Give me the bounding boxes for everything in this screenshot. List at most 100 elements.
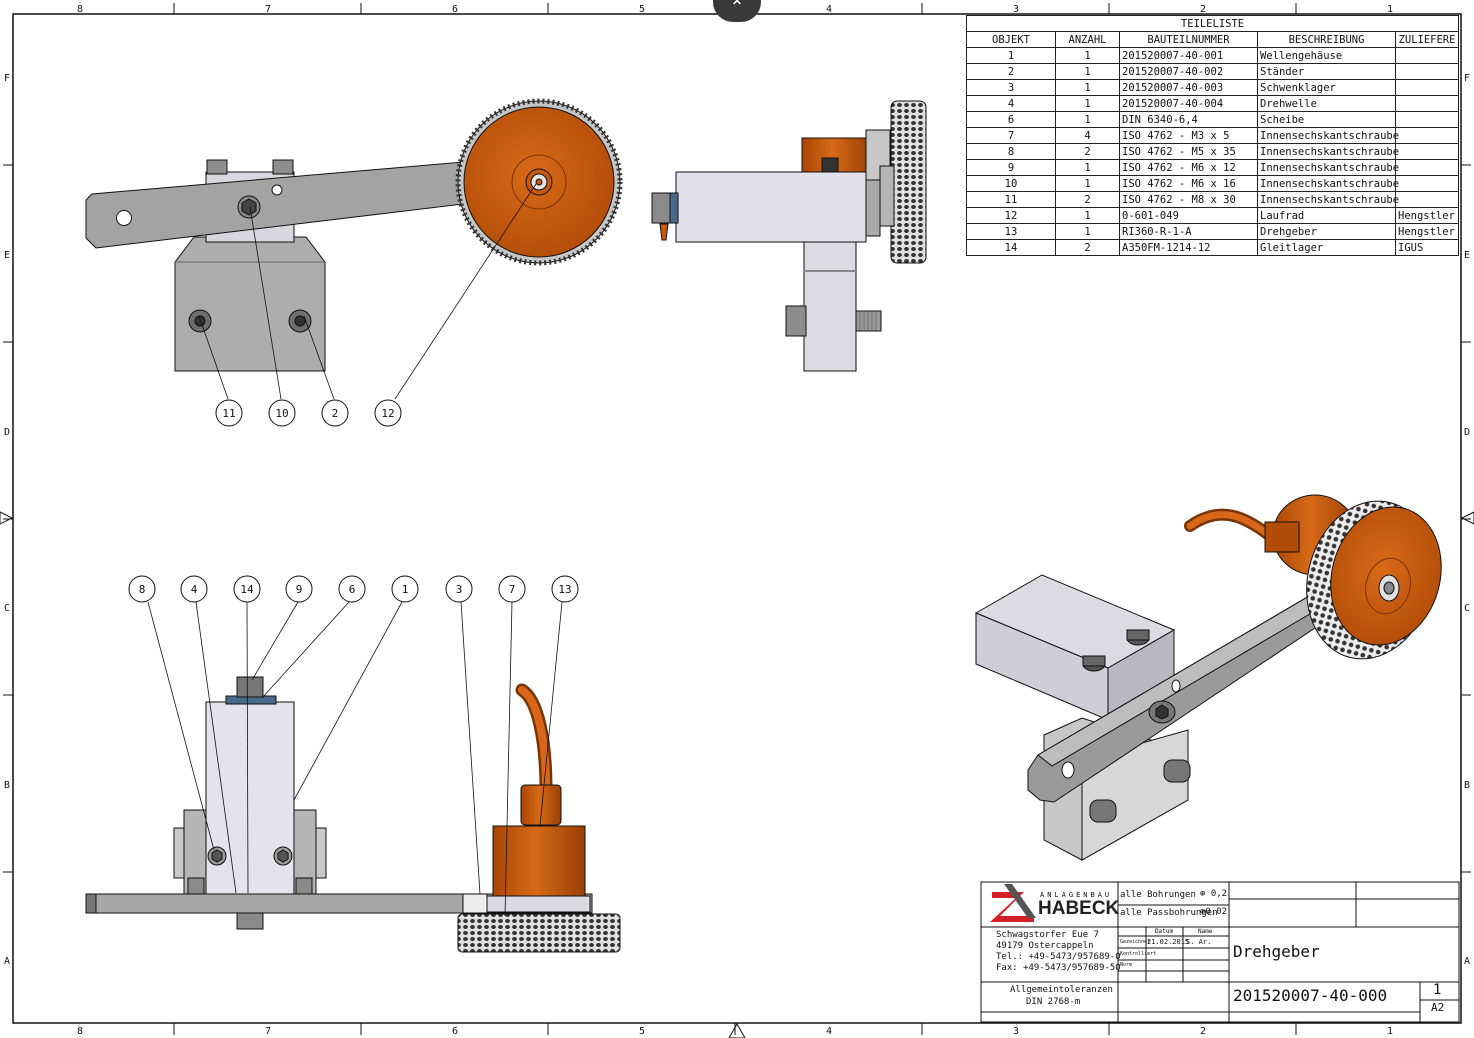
parts-list-cell: 12 [966, 207, 1056, 224]
habeck-logo [990, 884, 1036, 922]
parts-list-cell: Scheibe [1257, 111, 1396, 128]
parts-list-cell: Hengstler [1394, 207, 1460, 224]
parts-list-cell: Wellengehäuse [1257, 47, 1396, 64]
center-mark-left [0, 511, 14, 525]
row-label-left: A [4, 956, 10, 967]
column-label-top: 8 [77, 4, 83, 15]
shaft-housing-side [675, 171, 867, 243]
parts-list-cell: Drehgeber [1257, 223, 1396, 240]
parts-list-cell: 1 [1055, 63, 1120, 80]
parts-list-cell: ISO 4762 - M6 x 16 [1119, 175, 1258, 192]
parts-list-cell: 2 [1055, 239, 1120, 256]
address-line-3: Tel.: +49-5473/957689-0 [996, 952, 1121, 962]
parts-list-header: ZULIEFERE [1394, 31, 1460, 48]
column-label-bottom: 6 [452, 1026, 458, 1037]
callout-number: 3 [456, 583, 463, 596]
scroll-up-button[interactable]: ⌃ [713, 0, 761, 22]
tolerance-bores-label: alle Bohrungen [1120, 890, 1196, 900]
tolerance-bores-value: ⊕ 0,2 [1200, 889, 1228, 899]
parts-list-cell: 1 [1055, 207, 1120, 224]
callout-number: 8 [139, 583, 146, 596]
leader-lines-top [198, 183, 537, 400]
row-label-left: B [4, 780, 10, 791]
parts-list-header: ANZAHL [1055, 31, 1120, 48]
parts-list-cell: 0-601-049 [1119, 207, 1258, 224]
screw-head-top-left [206, 159, 228, 175]
parts-list-header: OBJEKT [966, 31, 1056, 48]
callout-number: 1 [402, 583, 409, 596]
row-label-right: F [1464, 73, 1470, 84]
row-label-right: B [1464, 780, 1470, 791]
callout-balloon [498, 575, 526, 603]
column-label-top: 7 [265, 4, 271, 15]
parts-list-cell: 1 [966, 47, 1056, 64]
row-label-right: E [1464, 250, 1470, 261]
parts-list-header: BAUTEILNUMMER [1119, 31, 1258, 48]
isometric-view [974, 494, 1442, 861]
parts-list-cell: 6 [966, 111, 1056, 128]
center-mark-right [1460, 511, 1474, 525]
parts-list-cell: 2 [966, 63, 1056, 80]
parts-list-cell: 10 [966, 175, 1056, 192]
parts-list-cell: 4 [1055, 127, 1120, 144]
callout-balloon [338, 575, 366, 603]
parts-list-cell: 1 [1055, 223, 1120, 240]
parts-list-cell: A350FM-1214-12 [1119, 239, 1258, 256]
stand-side [803, 232, 857, 372]
wheel-knurl-top [457, 913, 621, 953]
callout-balloon [551, 575, 579, 603]
parts-list-cell: 1 [1055, 47, 1120, 64]
stand-body [174, 236, 326, 372]
parts-list-cell [1394, 143, 1460, 160]
row-label-left: D [4, 427, 10, 438]
tolerance-fit-value: ⊕0,02 [1200, 907, 1228, 917]
parts-list-cell: ISO 4762 - M5 x 35 [1119, 143, 1258, 160]
row-label-left: E [4, 250, 10, 261]
shaft-end [651, 192, 671, 224]
name-header: Name [1198, 928, 1213, 935]
threaded-pin [855, 310, 882, 332]
arm-hole [116, 210, 132, 226]
parts-list-cell: Innensechskantschraube [1257, 127, 1399, 144]
column-label-bottom: 3 [1013, 1026, 1019, 1037]
callout-number: 6 [349, 583, 356, 596]
parts-list-cell [1394, 63, 1460, 80]
parts-list-cell [1394, 111, 1460, 128]
iso-threaded-pin-2 [1163, 759, 1191, 783]
row-label-left: C [4, 603, 10, 614]
parts-list-cell: Hengstler [1394, 223, 1460, 240]
row-checked-label: Kontrolliert [1120, 951, 1157, 957]
callout-number: 10 [275, 407, 288, 420]
parts-list-cell: ISO 4762 - M8 x 30 [1119, 191, 1258, 208]
parts-list-cell: Ständer [1257, 63, 1396, 80]
parts-list-cell [1394, 95, 1460, 112]
parts-list-cell: 7 [966, 127, 1056, 144]
encoder-body-top [492, 825, 586, 897]
parts-list-cell: 1 [1055, 159, 1120, 176]
sheet-format: A2 [1431, 1001, 1445, 1014]
parts-list-cell: 3 [966, 79, 1056, 96]
parts-list-cell: IGUS [1394, 239, 1460, 256]
callout-balloon [391, 575, 419, 603]
sheet-number: 1 [1433, 982, 1442, 998]
parts-list-cell [1394, 159, 1460, 176]
drawing-title: Drehgeber [1233, 942, 1320, 961]
parts-list-cell: 201520007-40-001 [1119, 47, 1258, 64]
row-norm-label: Norm [1120, 962, 1133, 968]
column-label-top: 2 [1200, 4, 1206, 15]
callout-balloon [233, 575, 261, 603]
center-mark-bottom [728, 1022, 746, 1038]
title-block [980, 881, 1460, 1023]
parts-list-cell: RI360-R-1-A [1119, 223, 1258, 240]
parts-list-cell: 14 [966, 239, 1056, 256]
parts-list-cell: 1 [1055, 79, 1120, 96]
callout-balloon [128, 575, 156, 603]
